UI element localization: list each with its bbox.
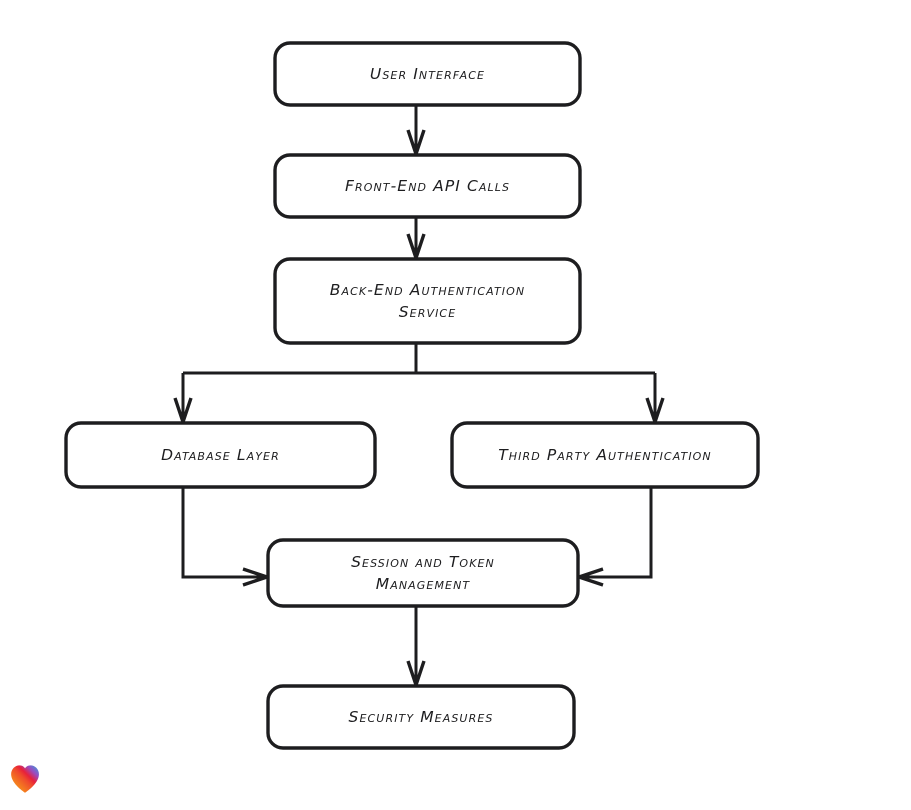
edge-thirdparty-to-session-arrowhead bbox=[577, 567, 604, 587]
edge-database-to-session-arrowhead bbox=[242, 567, 269, 587]
edge-thirdparty-to-session bbox=[580, 487, 653, 579]
edge-session-to-security-arrowhead bbox=[406, 660, 426, 687]
node-database-layer[interactable] bbox=[64, 421, 377, 489]
edge-backend-to-thirdparty-arrowhead bbox=[645, 397, 665, 424]
heart-icon bbox=[11, 765, 39, 793]
edge-backend-to-database-arrowhead bbox=[173, 397, 193, 424]
node-session-and-token-management[interactable] bbox=[266, 538, 580, 608]
node-user-interface[interactable] bbox=[273, 41, 582, 107]
node-back-end-authentication-service[interactable] bbox=[273, 257, 582, 345]
node-third-party-authentication[interactable] bbox=[450, 421, 760, 489]
node-front-end-api-calls[interactable] bbox=[273, 153, 582, 219]
edge-database-to-session bbox=[181, 487, 266, 579]
node-security-measures[interactable] bbox=[266, 684, 576, 750]
edge-api-to-backend-arrowhead bbox=[406, 233, 426, 260]
edge-ui-to-api-arrowhead bbox=[406, 129, 426, 156]
